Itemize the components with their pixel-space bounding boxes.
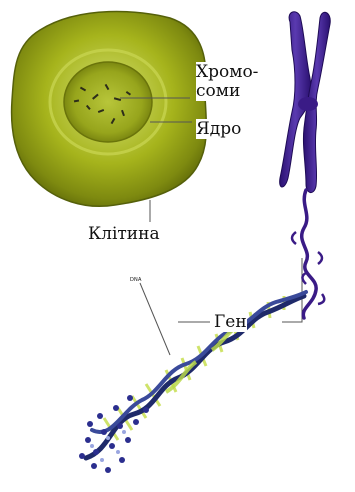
dna-label: DNA xyxy=(130,277,142,283)
dna-helix xyxy=(79,292,306,473)
nucleus-label: Ядро xyxy=(196,119,241,139)
gene-leader-right xyxy=(282,258,302,322)
chromatin-coil xyxy=(302,190,316,318)
cell-illustration xyxy=(12,11,207,206)
gene-label: Ген xyxy=(214,312,247,332)
dna-strand-a xyxy=(86,296,304,458)
nucleus xyxy=(64,62,152,142)
cell-label: Клітина xyxy=(88,224,160,244)
chromosomes-label-line2: соми xyxy=(196,81,240,101)
chromosomes-label-line1: Хромо- xyxy=(196,62,258,82)
dna-leader xyxy=(140,283,170,355)
phosphate-dots-light xyxy=(90,430,126,462)
chromosome-illustration xyxy=(280,12,331,318)
centromere xyxy=(298,97,318,111)
chromatin-loops xyxy=(292,232,324,304)
